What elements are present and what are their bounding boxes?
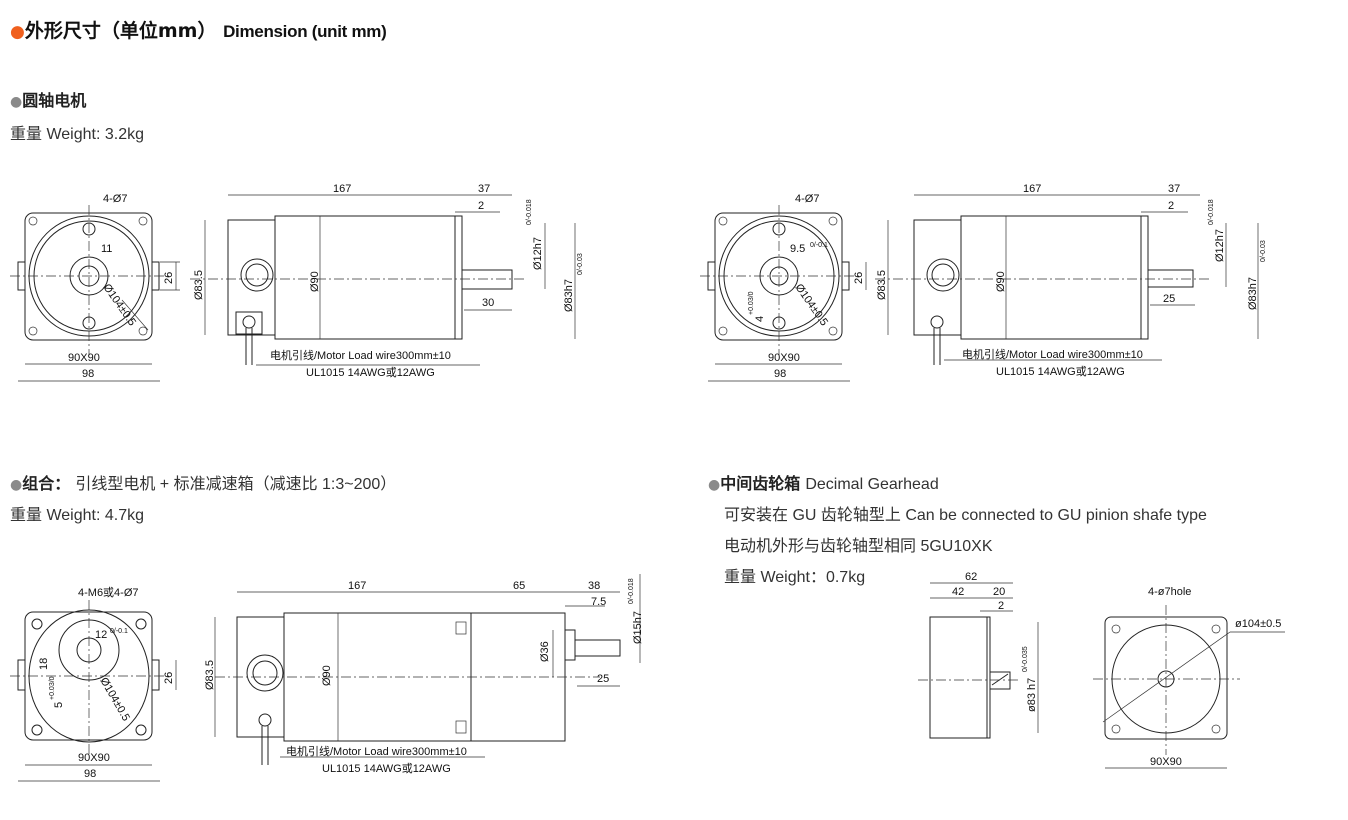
dim-dia-shaft-tol: 0/-0.018 [526, 199, 533, 225]
dim-holes: 4-Ø7 [795, 193, 819, 205]
drawing-round-shaft-front: 4-Ø7 11 90X90 98 26 Ø104±0.5 [10, 193, 180, 382]
dim-ear: 26 [163, 272, 175, 284]
orange-bullet-icon: ● [10, 22, 25, 42]
dim-width: 98 [84, 768, 96, 780]
dim-dia-90: Ø90 [995, 271, 1007, 292]
section-title-round-shaft: ●圆轴电机 [10, 91, 87, 110]
dim-dia-pilot-tol: 0/-0.03 [577, 253, 584, 275]
dim-flat: 9.5 [790, 243, 805, 255]
dim-dia-90: Ø90 [309, 271, 321, 292]
drawing-dshaft: 4-Ø7 9.5 0/-0.1 4 +0.03/0 90X90 98 26 Ø1… [700, 183, 1267, 382]
dim-shaft: 20 [993, 586, 1005, 598]
dim-pcd: ø104±0.5 [1235, 618, 1281, 630]
wire-gauge: UL1015 14AWG或12AWG [322, 762, 451, 775]
dim-dia-shaft: Ø15h7 [632, 611, 644, 644]
dim-key-tol: 0/-0.1 [110, 628, 128, 635]
dim-key-len: 25 [597, 673, 609, 685]
dim-body: 42 [952, 586, 964, 598]
dim-flat-h-tol: +0.03/0 [748, 291, 755, 315]
dim-holes: 4-Ø7 [103, 193, 127, 205]
weight-gearhead: 重量 Weight：0.7kg [724, 569, 866, 586]
dim-shaft-len: 37 [1168, 183, 1180, 195]
dim-holes: 4-ø7hole [1148, 586, 1191, 598]
dim-square: 90X90 [768, 352, 800, 364]
dim-square: 90X90 [1150, 756, 1182, 768]
dim-dia-body: Ø83.5 [193, 270, 205, 300]
dim-flat-tol: 0/-0.1 [810, 242, 828, 249]
dim-width: 98 [82, 368, 94, 380]
gearhead-compat: 可安装在 GU 齿轮轴型上 Can be connected to GU pin… [724, 507, 1207, 524]
gray-bullet-icon: ● [10, 477, 23, 493]
dim-dia-boss: Ø36 [539, 641, 551, 662]
page-title: ●外形尺寸（单位mm） Dimension (unit mm) [10, 20, 387, 42]
section-title-gearhead: ●中间齿轮箱 Decimal Gearhead [708, 474, 939, 493]
weight-combo: 重量 Weight: 4.7kg [10, 507, 144, 524]
dim-step: 7.5 [591, 596, 606, 608]
dim-step: 2 [1168, 200, 1174, 212]
drawing-gearhead: 62 42 20 2 ø83 h7 0/-0.035 4-ø7hole ø104… [918, 571, 1285, 769]
dim-length: 167 [1023, 183, 1041, 195]
dim-pcd: Ø104±0.5 [793, 282, 831, 328]
dim-flat-h: 4 [754, 316, 766, 322]
wire-spec: 电机引线/Motor Load wire300mm±10 [962, 347, 1143, 361]
dim-dia-pilot: ø83 h7 [1026, 678, 1038, 712]
dim-keyh-tol: +0.03/0 [49, 676, 56, 700]
dim-key-len: 30 [482, 297, 494, 309]
dim-pcd: Ø104±0.5 [97, 676, 132, 724]
dim-dia-pilot-tol: 0/-0.03 [1260, 240, 1267, 262]
wire-spec: 电机引线/Motor Load wire300mm±10 [286, 744, 467, 758]
dim-step: 2 [998, 600, 1004, 612]
dim-dia-shaft: Ø12h7 [532, 237, 544, 270]
dim-holes: 4-M6或4-Ø7 [78, 586, 139, 599]
wire-gauge: UL1015 14AWG或12AWG [306, 366, 435, 379]
gray-bullet-icon: ● [708, 477, 721, 493]
dim-square: 90X90 [68, 352, 100, 364]
dim-key: 11 [101, 243, 112, 255]
dim-dia-shaft-tol: 0/-0.018 [628, 578, 635, 604]
dim-offset: 18 [38, 658, 50, 670]
wire-spec: 电机引线/Motor Load wire300mm±10 [270, 348, 451, 362]
drawing-combo: 4-M6或4-Ø7 12 0/-0.1 18 5 +0.03/0 90X90 9… [10, 574, 644, 782]
dim-square: 90X90 [78, 752, 110, 764]
dim-dia-pilot: Ø83h7 [1247, 277, 1259, 310]
dim-ear: 26 [163, 672, 175, 684]
dim-dia-shaft-tol: 0/-0.018 [1208, 199, 1215, 225]
dim-step: 2 [478, 200, 484, 212]
dim-gear-len: 65 [513, 580, 525, 592]
section-title-combo: ●组合： 引线型电机 + 标准减速箱（减速比 1:3~200） [10, 474, 397, 493]
dim-total: 62 [965, 571, 977, 583]
dim-width: 98 [774, 368, 786, 380]
dim-key: 12 [95, 629, 107, 641]
dim-dia-pilot: Ø83h7 [563, 279, 575, 312]
dim-dia-shaft: Ø12h7 [1214, 229, 1226, 262]
dim-keyh: 5 [53, 702, 65, 708]
dim-length: 167 [333, 183, 351, 195]
dim-key-len: 25 [1163, 293, 1175, 305]
dim-dia-body: Ø83.5 [204, 660, 216, 690]
dim-ear: 26 [853, 272, 865, 284]
drawing-round-shaft-side: 167 37 2 30 Ø83.5 Ø90 Ø12h7 0/-0.018 Ø83… [190, 183, 584, 379]
dim-dia-90: Ø90 [321, 665, 333, 686]
dim-shaft-len: 38 [588, 580, 600, 592]
gray-bullet-icon: ● [10, 94, 23, 110]
dim-dia-body: Ø83.5 [876, 270, 888, 300]
dim-pcd: Ø104±0.5 [101, 282, 139, 328]
gearhead-shape: 电动机外形与齿轮轴型相同 5GU10XK [724, 538, 993, 555]
dim-dia-pilot-tol: 0/-0.035 [1022, 646, 1029, 672]
dim-shaft-len: 37 [478, 183, 490, 195]
dim-length: 167 [348, 580, 366, 592]
weight-round-shaft: 重量 Weight: 3.2kg [10, 126, 144, 143]
wire-gauge: UL1015 14AWG或12AWG [996, 365, 1125, 378]
